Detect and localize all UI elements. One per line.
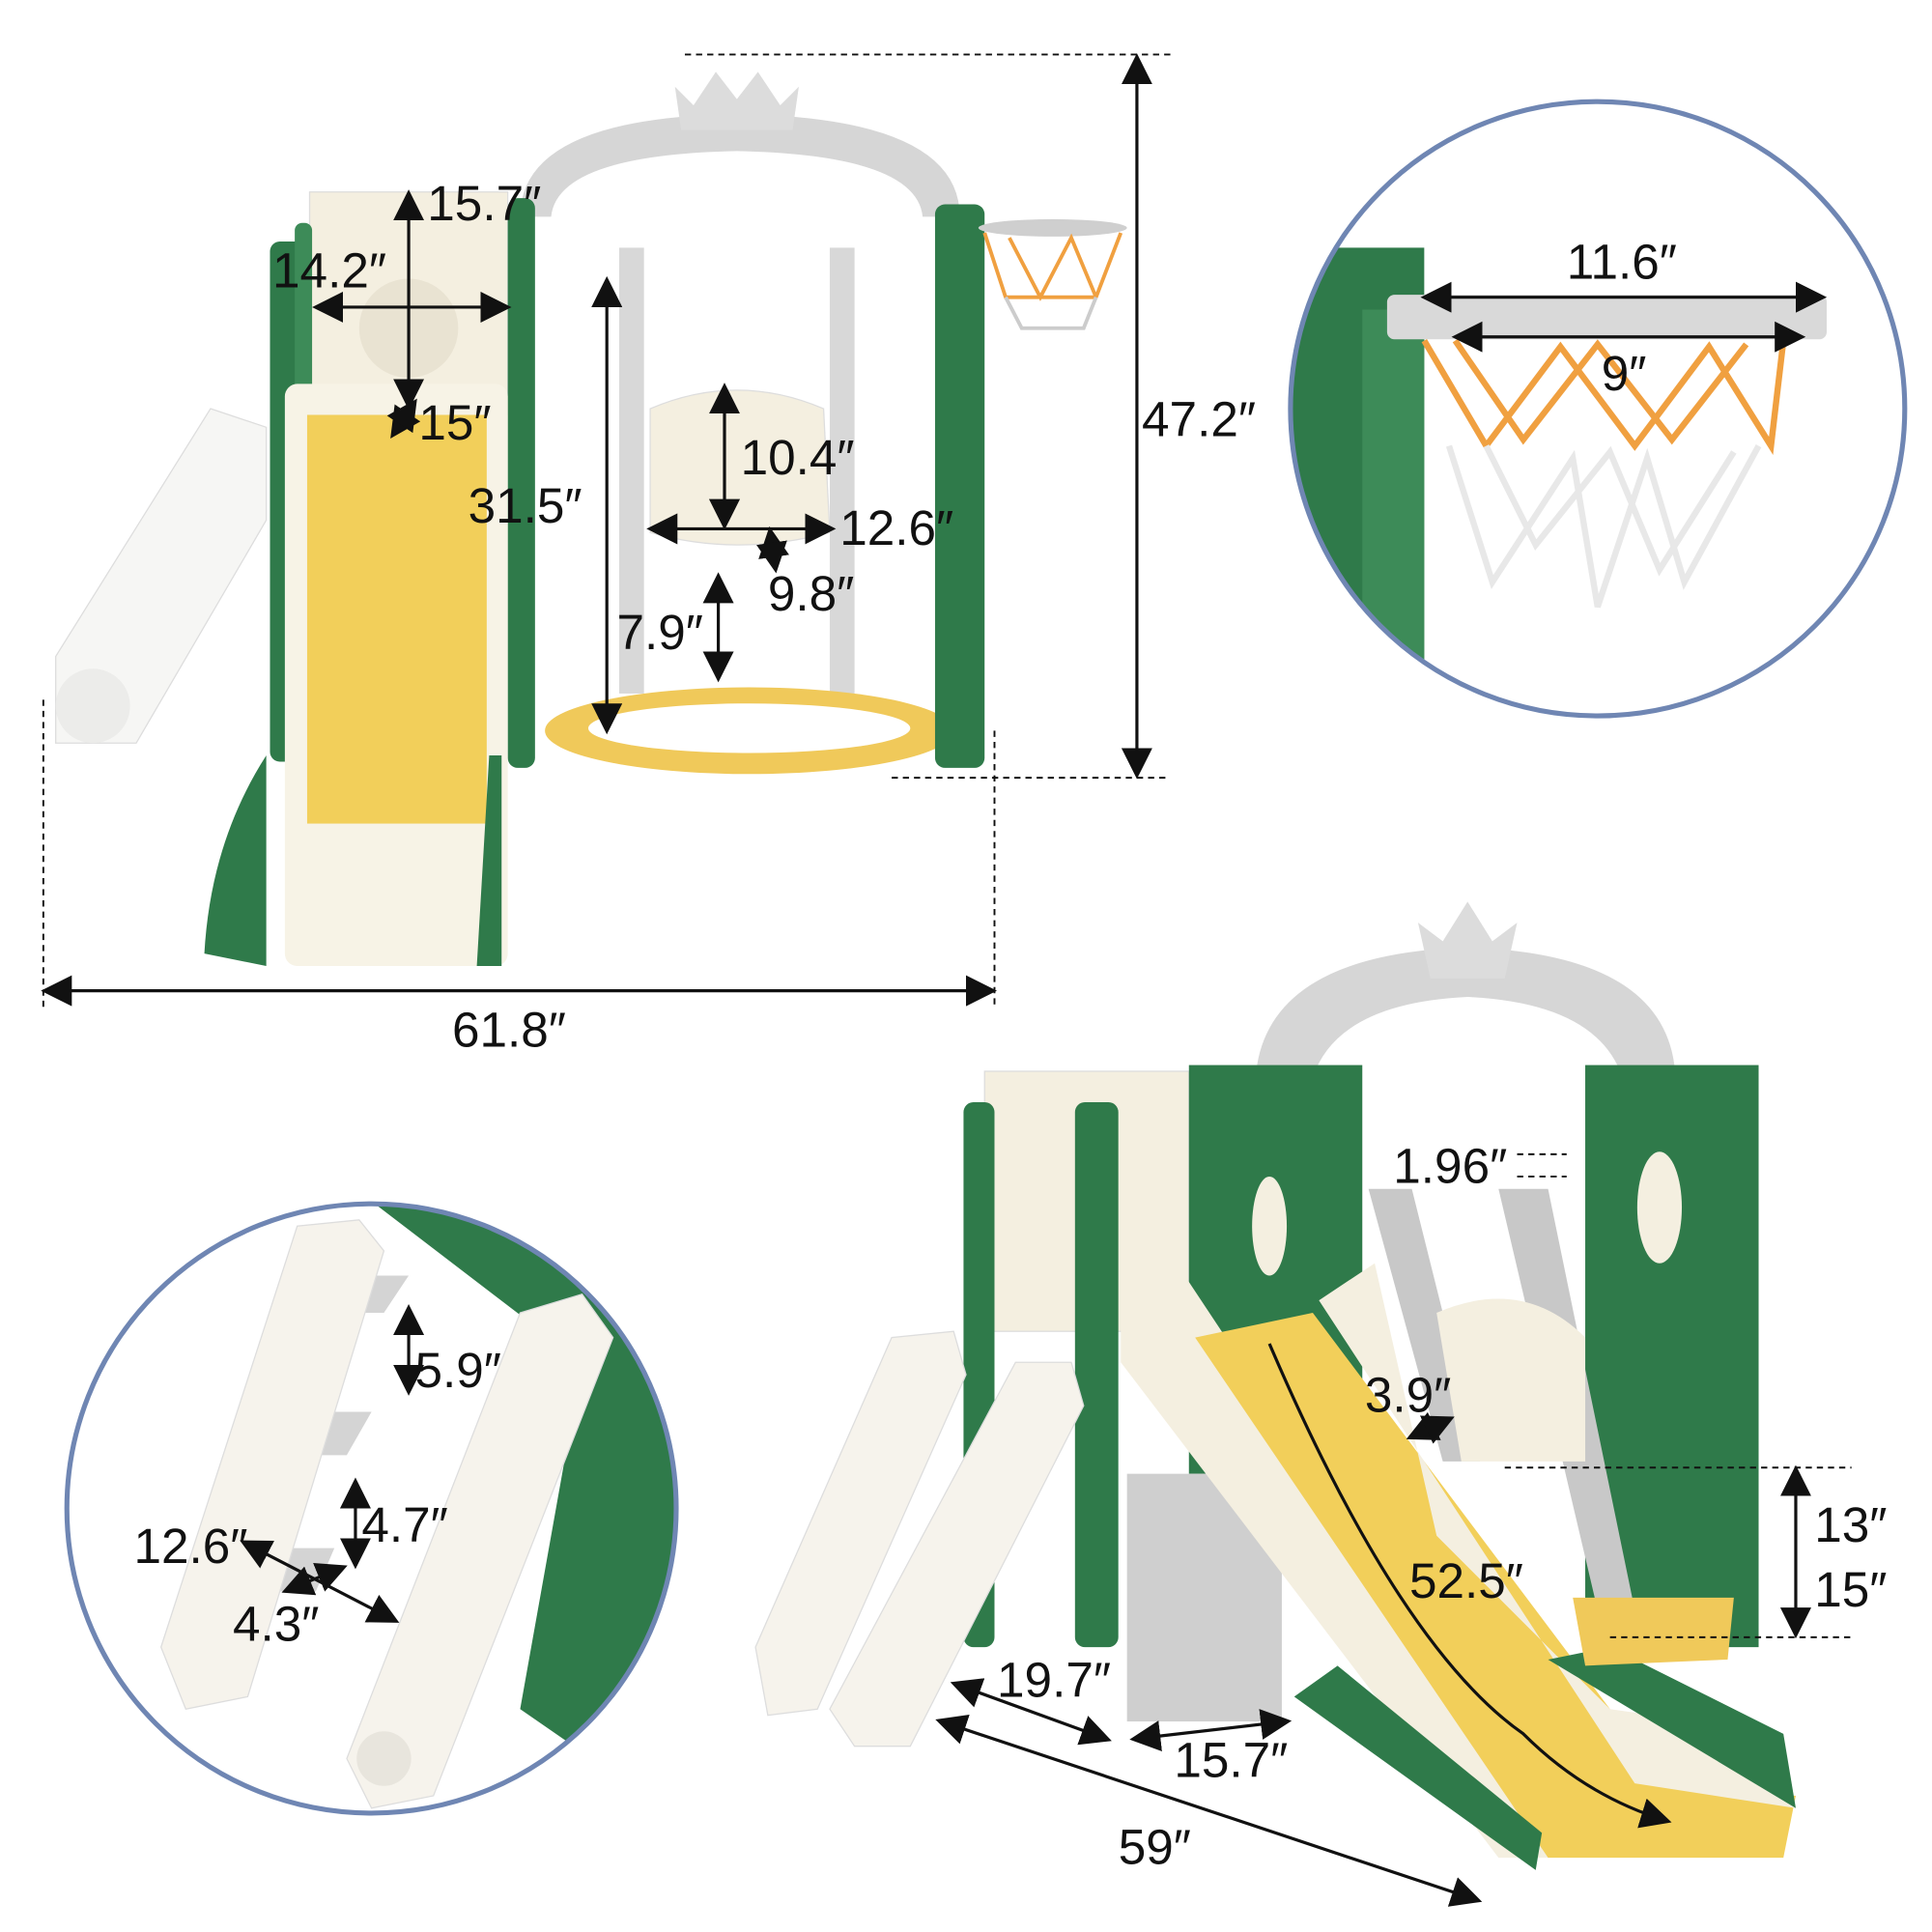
dim-step-gap-top: 5.9″ [414,1343,500,1398]
dim-slide-width: 3.9″ [1365,1368,1451,1423]
dim-total-length: 59″ [1119,1819,1191,1874]
ladder [55,408,268,744]
dim-ladder-width: 12.6″ [133,1519,247,1574]
dim-step-depth: 4.3″ [233,1597,319,1652]
ladder-detail: 5.9″ 4.7″ 12.6″ 4.3″ [64,1201,679,1816]
front-view-dimensions: 15.7″ 14.2″ 15″ 31.5″ 10.4″ 12.6″ 9.8″ 7… [41,53,1256,1057]
dim-swing-height: 31.5″ [469,478,582,533]
dim-seat-ground: 7.9″ [616,605,702,660]
dim-seat-back: 10.4″ [741,430,855,485]
dim-seat-height-a: 13″ [1814,1497,1887,1552]
hoop-detail: 11.6″ 9″ [1288,99,1908,719]
front-view-playset [55,71,1127,966]
dim-tower-width: 14.2″ [272,242,386,298]
dim-base: 15.7″ [1174,1733,1288,1788]
detail-circle [1288,99,1908,719]
dim-platform-depth: 15″ [418,395,491,450]
dim-chain: 1.96″ [1393,1138,1507,1193]
dim-seat-width: 12.6″ [839,500,953,555]
dim-slide-length: 52.5″ [1409,1553,1523,1608]
slide [1121,1263,1548,1859]
crown-icon [674,71,799,130]
crown-icon [1417,901,1518,979]
slide [306,414,487,824]
dim-seat-depth: 9.8″ [768,566,854,621]
dim-total-width: 61.8″ [452,1002,566,1057]
dim-tower-height: 15.7″ [427,176,541,231]
dim-depth: 19.7″ [997,1652,1111,1707]
dim-hoop-inner: 9″ [1602,346,1647,401]
basketball-hoop [978,218,1127,237]
side-view-dimensions: 1.96″ 3.9″ 13″ 15″ 52.5″ 19.7″ 15.7″ 59″ [935,1138,1887,1907]
side-view-playset [754,901,1796,1870]
dim-seat-height-b: 15″ [1814,1562,1887,1617]
dim-step-gap: 4.7″ [361,1497,447,1552]
dim-hoop-outer: 11.6″ [1567,234,1677,289]
dim-total-height: 47.2″ [1142,391,1256,446]
detail-circle [64,1201,679,1816]
